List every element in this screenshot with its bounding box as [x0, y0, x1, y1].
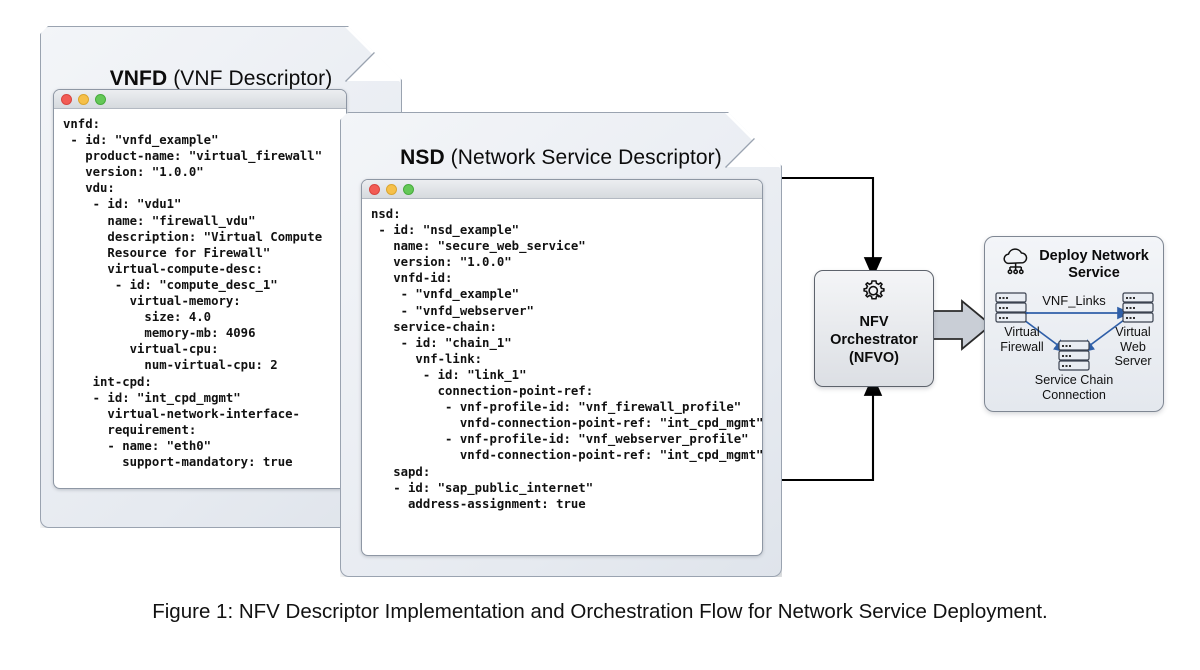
nsd-title-rest: (Network Service Descriptor) [444, 146, 722, 169]
nsd-titlebar [362, 180, 762, 199]
node-label-virtual-web-server-line2: Web [1120, 339, 1146, 354]
deploy-network-service-panel[interactable]: Deploy Network Service [984, 236, 1164, 412]
maximize-button-icon[interactable] [403, 184, 414, 195]
minimize-button-icon[interactable] [78, 94, 89, 105]
nfv-orchestrator-box[interactable]: NFV Orchestrator (NFVO) [814, 270, 934, 387]
arrow-descriptor-to-nfvo-bottom [776, 374, 883, 482]
node-label-service-chain-connection: Service Chain Connection [1021, 373, 1127, 402]
deploy-title: Deploy Network Service [1039, 248, 1149, 282]
node-label-service-chain-line1: Service Chain [1034, 373, 1114, 387]
node-label-virtual-firewall-line2: Firewall [1000, 339, 1044, 354]
nsd-terminal-window[interactable]: nsd: - id: "nsd_example" name: "secure_w… [361, 179, 763, 556]
vnfd-code-block: vnfd: - id: "vnfd_example" product-name:… [63, 117, 323, 469]
nsd-title-strong: NSD [400, 146, 445, 169]
nsd-code-block: nsd: - id: "nsd_example" name: "secure_w… [371, 207, 763, 511]
block-arrow-nfvo-to-deploy [931, 299, 993, 351]
node-label-service-chain-line2: Connection [1042, 387, 1106, 402]
deploy-title-line2: Service [1068, 264, 1120, 281]
node-label-virtual-firewall-line1: Virtual [1004, 325, 1040, 339]
node-label-virtual-web-server-line3: Server [1114, 354, 1152, 368]
node-label-virtual-web-server: Virtual Web Server [1103, 325, 1163, 369]
vnfd-terminal-window[interactable]: vnfd: - id: "vnfd_example" product-name:… [53, 89, 347, 489]
nfvo-label-line1: NFV [859, 314, 889, 330]
server-icon-virtual-web-server [1122, 292, 1154, 323]
cloud-network-icon [999, 246, 1033, 283]
vnfd-card-title: VNFD (VNF Descriptor) [41, 67, 401, 91]
vnf-links-label: VNF_Links [1042, 293, 1106, 308]
close-button-icon[interactable] [369, 184, 380, 195]
minimize-button-icon[interactable] [386, 184, 397, 195]
service-topology [995, 292, 1154, 371]
server-icon-virtual-firewall [995, 292, 1027, 323]
nsd-card[interactable]: NSD (Network Service Descriptor) nsd: - … [340, 112, 782, 577]
figure-caption: Figure 1: NFV Descriptor Implementation … [152, 600, 1048, 623]
vnfd-titlebar [54, 90, 346, 109]
server-icon-service-chain-connection [1058, 340, 1090, 371]
nfvo-label-line3: (NFVO) [849, 350, 899, 366]
node-label-virtual-firewall: Virtual Firewall [985, 325, 1059, 354]
nfvo-label-line2: Orchestrator [830, 332, 918, 348]
gear-magnifier-icon [859, 278, 889, 311]
deploy-title-line1: Deploy Network [1039, 247, 1149, 264]
maximize-button-icon[interactable] [95, 94, 106, 105]
vnfd-title-rest: (VNF Descriptor) [167, 67, 333, 90]
node-label-virtual-web-server-line1: Virtual [1115, 325, 1151, 339]
vnfd-title-strong: VNFD [109, 67, 168, 90]
nsd-card-title: NSD (Network Service Descriptor) [341, 146, 781, 170]
deploy-header: Deploy Network Service [985, 246, 1163, 283]
arrow-descriptor-to-nfvo-top [776, 176, 883, 279]
close-button-icon[interactable] [61, 94, 72, 105]
nfvo-label: NFV Orchestrator (NFVO) [830, 313, 918, 367]
